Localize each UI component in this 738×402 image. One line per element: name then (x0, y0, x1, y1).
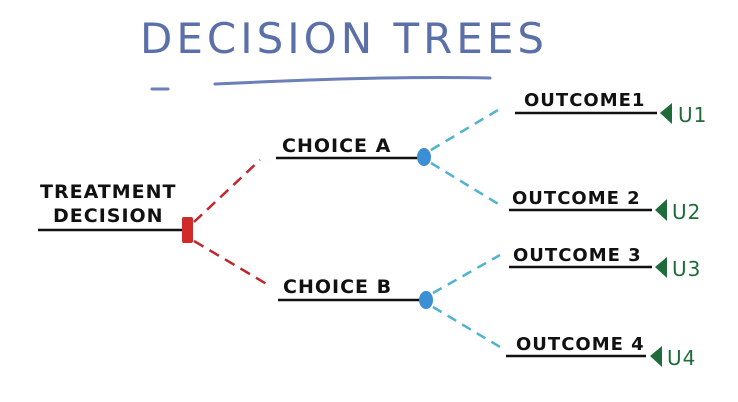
utility-2-marker-icon (655, 199, 667, 221)
utility-4-marker-icon (650, 346, 662, 367)
utility-1-label: U1 (678, 103, 707, 127)
outcome-4-label: OUTCOME 4 (516, 334, 645, 355)
utility-3-label: U3 (672, 257, 701, 281)
utility-1-marker-icon (660, 103, 672, 124)
outcome-1-label: OUTCOME1 (524, 90, 645, 111)
branch-to-choice-b (193, 239, 271, 288)
branch-to-outcome-2 (430, 161, 501, 207)
branch-to-outcome-3 (432, 253, 501, 295)
outcome-2-label: OUTCOME 2 (512, 188, 641, 209)
diagram-title: DECISION TREES (140, 14, 548, 63)
outcome-3-label: OUTCOME 3 (513, 245, 642, 266)
branch-to-outcome-4 (432, 305, 501, 349)
branch-to-outcome-1 (430, 108, 499, 152)
decision-node (182, 217, 193, 243)
choice-b-label: CHOICE B (283, 276, 392, 298)
utility-4-label: U4 (667, 346, 696, 370)
choice-a-label: CHOICE A (282, 135, 391, 157)
root-label-line1: TREATMENT (40, 181, 177, 203)
branch-to-choice-a (193, 159, 261, 223)
utility-2-label: U2 (672, 200, 701, 224)
root-label-line2: DECISION (53, 205, 164, 227)
utility-3-marker-icon (655, 257, 667, 278)
chance-node-b (419, 291, 433, 309)
chance-node-a (417, 148, 431, 166)
title-underline (213, 75, 492, 86)
